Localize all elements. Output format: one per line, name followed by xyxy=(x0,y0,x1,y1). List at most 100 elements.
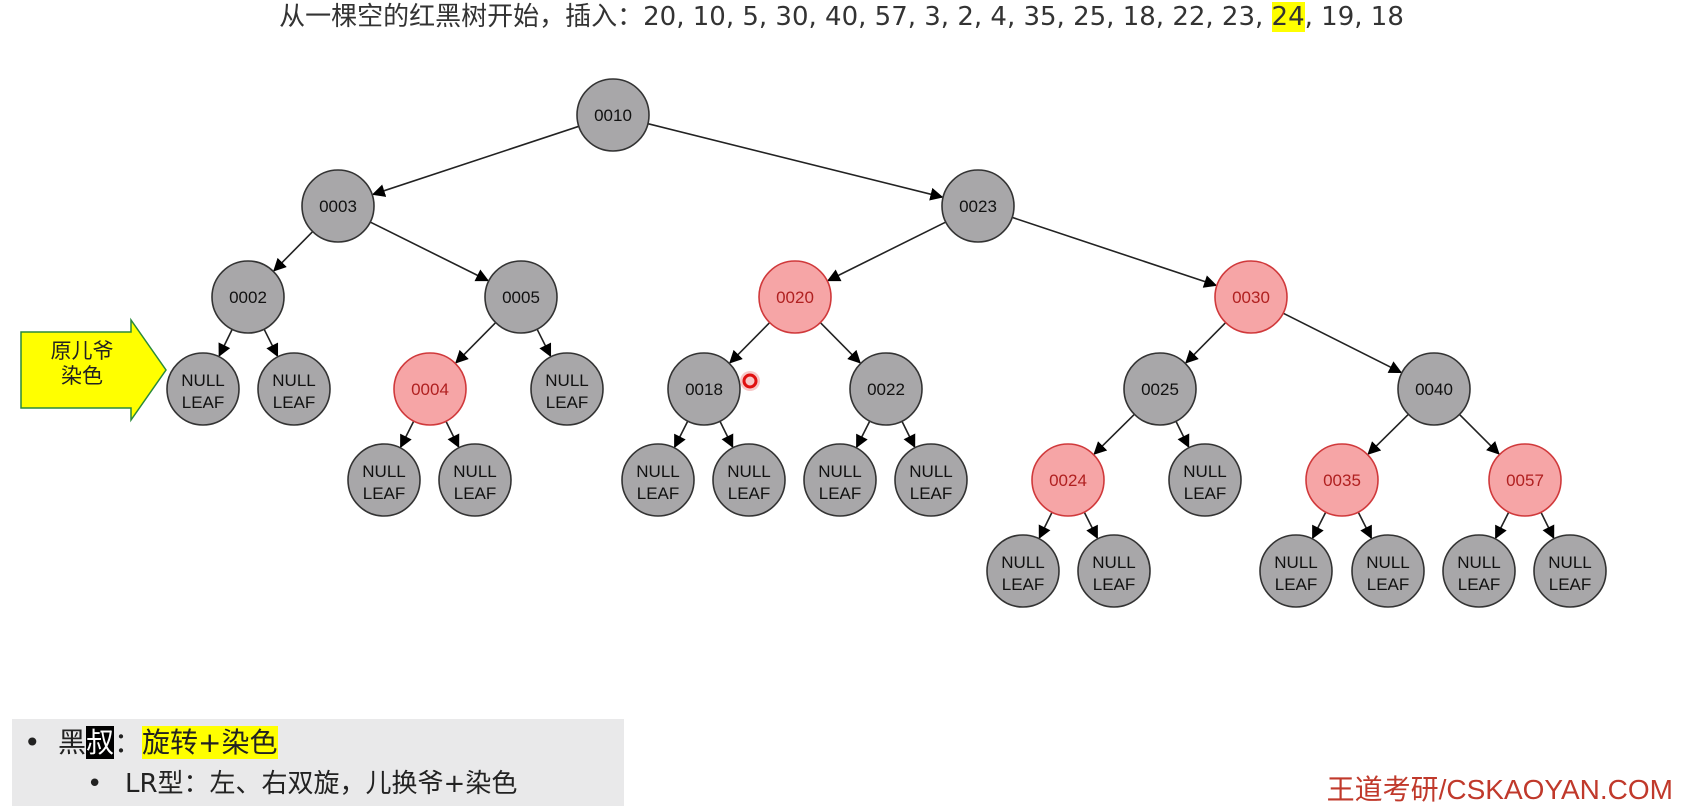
null-leaf-line2: LEAF xyxy=(1549,575,1592,594)
null-leaf-line2: LEAF xyxy=(546,393,589,412)
null-leaf-circle xyxy=(1259,534,1333,608)
null-leaf-line2: LEAF xyxy=(1184,484,1227,503)
null-leaf-line1: NULL xyxy=(1001,553,1044,572)
node-circle xyxy=(1488,443,1562,517)
null-leaf-line2: LEAF xyxy=(1458,575,1501,594)
node-label: 0018 xyxy=(685,380,723,399)
null-leaf-line1: NULL xyxy=(545,371,588,390)
node-label: 0002 xyxy=(229,288,267,307)
edge-n40-n35 xyxy=(1367,413,1409,455)
tree-node-0020: 0020 xyxy=(758,260,832,334)
node-label: 0057 xyxy=(1506,471,1544,490)
callout-arrow: 原儿爷 染色 xyxy=(20,317,167,423)
title-suffix: , 19, 18 xyxy=(1304,2,1404,32)
callout-line2: 染色 xyxy=(61,365,103,388)
null-leaf-circle xyxy=(712,443,786,517)
edge-n24-null-10 xyxy=(1038,511,1053,539)
edge-n3-n5 xyxy=(369,221,490,282)
node-circle xyxy=(758,260,832,334)
edge-n18-null-6 xyxy=(719,420,734,448)
tree-node-0030: 0030 xyxy=(1214,260,1288,334)
tree-node-0040: 0040 xyxy=(1397,352,1471,426)
tree-edges xyxy=(218,122,1555,540)
null-leaf-line2: LEAF xyxy=(1367,575,1410,594)
bullet-lr-case: •LR型：左、右双旋，儿换爷+染色 xyxy=(87,769,518,799)
edge-n23-n30 xyxy=(1011,216,1218,288)
node-label: 0023 xyxy=(959,197,997,216)
null-leaf-line2: LEAF xyxy=(182,393,225,412)
node-label: 0020 xyxy=(776,288,814,307)
tree-node-0024: 0024 xyxy=(1031,443,1105,517)
null-leaf-line2: LEAF xyxy=(819,484,862,503)
node-circle xyxy=(1031,443,1105,517)
tree-node-0010: 0010 xyxy=(576,78,650,152)
null-leaf-line2: LEAF xyxy=(637,484,680,503)
callout-arrow-shape xyxy=(20,317,167,423)
node-circle xyxy=(849,352,923,426)
node-circle xyxy=(1397,352,1471,426)
null-leaf-circle xyxy=(894,443,968,517)
bullet1-action: 旋转+染色 xyxy=(142,726,278,759)
edge-n35-null-12 xyxy=(1311,511,1327,540)
null-leaf-line1: NULL xyxy=(1457,553,1500,572)
null-leaf-line1: NULL xyxy=(362,462,405,481)
null-leaf-circle xyxy=(621,443,695,517)
node-label: 0005 xyxy=(502,288,540,307)
edge-n22-null-7 xyxy=(855,420,871,449)
title-highlight: 24 xyxy=(1271,2,1305,32)
node-circle xyxy=(211,260,285,334)
edge-n2-null-1 xyxy=(263,328,279,358)
tree-node-0023: 0023 xyxy=(941,169,1015,243)
node-label: 0025 xyxy=(1141,380,1179,399)
edge-n57-null-15 xyxy=(1540,511,1555,539)
tree-node-0003: 0003 xyxy=(301,169,375,243)
edge-n20-n18 xyxy=(729,322,771,364)
node-circle xyxy=(1305,443,1379,517)
null-leaf-circle xyxy=(530,352,604,426)
node-label: 0004 xyxy=(411,380,449,399)
node-circle xyxy=(941,169,1015,243)
edge-n2-null-0 xyxy=(218,328,233,357)
node-circle xyxy=(301,169,375,243)
edge-n18-null-5 xyxy=(673,420,689,449)
bullet1-prefix: 黑 xyxy=(58,726,87,759)
null-leaf-circle xyxy=(1168,443,1242,517)
null-leaf: NULL LEAF xyxy=(530,352,604,426)
node-circle xyxy=(393,352,467,426)
node-label: 0003 xyxy=(319,197,357,216)
null-leaf-line1: NULL xyxy=(727,462,770,481)
null-leaf-line2: LEAF xyxy=(910,484,953,503)
null-leaf-line2: LEAF xyxy=(1275,575,1318,594)
tree-node-0004: 0004 xyxy=(393,352,467,426)
null-leaf-line2: LEAF xyxy=(1093,575,1136,594)
null-leaf: NULL LEAF xyxy=(621,443,695,517)
bullet-black-uncle: •黑叔：旋转+染色 xyxy=(24,726,278,759)
edge-n10-n23 xyxy=(647,122,944,201)
node-circle xyxy=(1214,260,1288,334)
node-label: 0035 xyxy=(1323,471,1361,490)
null-leaf-line1: NULL xyxy=(636,462,679,481)
null-leaf-circle xyxy=(166,352,240,426)
null-leaf-line2: LEAF xyxy=(273,393,316,412)
null-leaf-circle xyxy=(986,534,1060,608)
null-leaf-line2: LEAF xyxy=(363,484,406,503)
edge-n10-n3 xyxy=(371,125,580,197)
edge-n4-null-3 xyxy=(399,420,415,449)
tree-node-0018: 0018 xyxy=(667,352,741,426)
null-leaf: NULL LEAF xyxy=(1533,534,1607,608)
edge-n30-n25 xyxy=(1185,322,1227,364)
tree-node-0057: 0057 xyxy=(1488,443,1562,517)
title-prefix: 从一棵空的红黑树开始，插入：20, 10, 5, 30, 40, 57, 3, … xyxy=(279,2,1272,32)
node-label: 0010 xyxy=(594,106,632,125)
bullet1-uncle: 叔 xyxy=(86,726,115,759)
edge-n4-null-4 xyxy=(445,420,460,448)
null-leaf-line1: NULL xyxy=(1548,553,1591,572)
null-leaf-circle xyxy=(1351,534,1425,608)
